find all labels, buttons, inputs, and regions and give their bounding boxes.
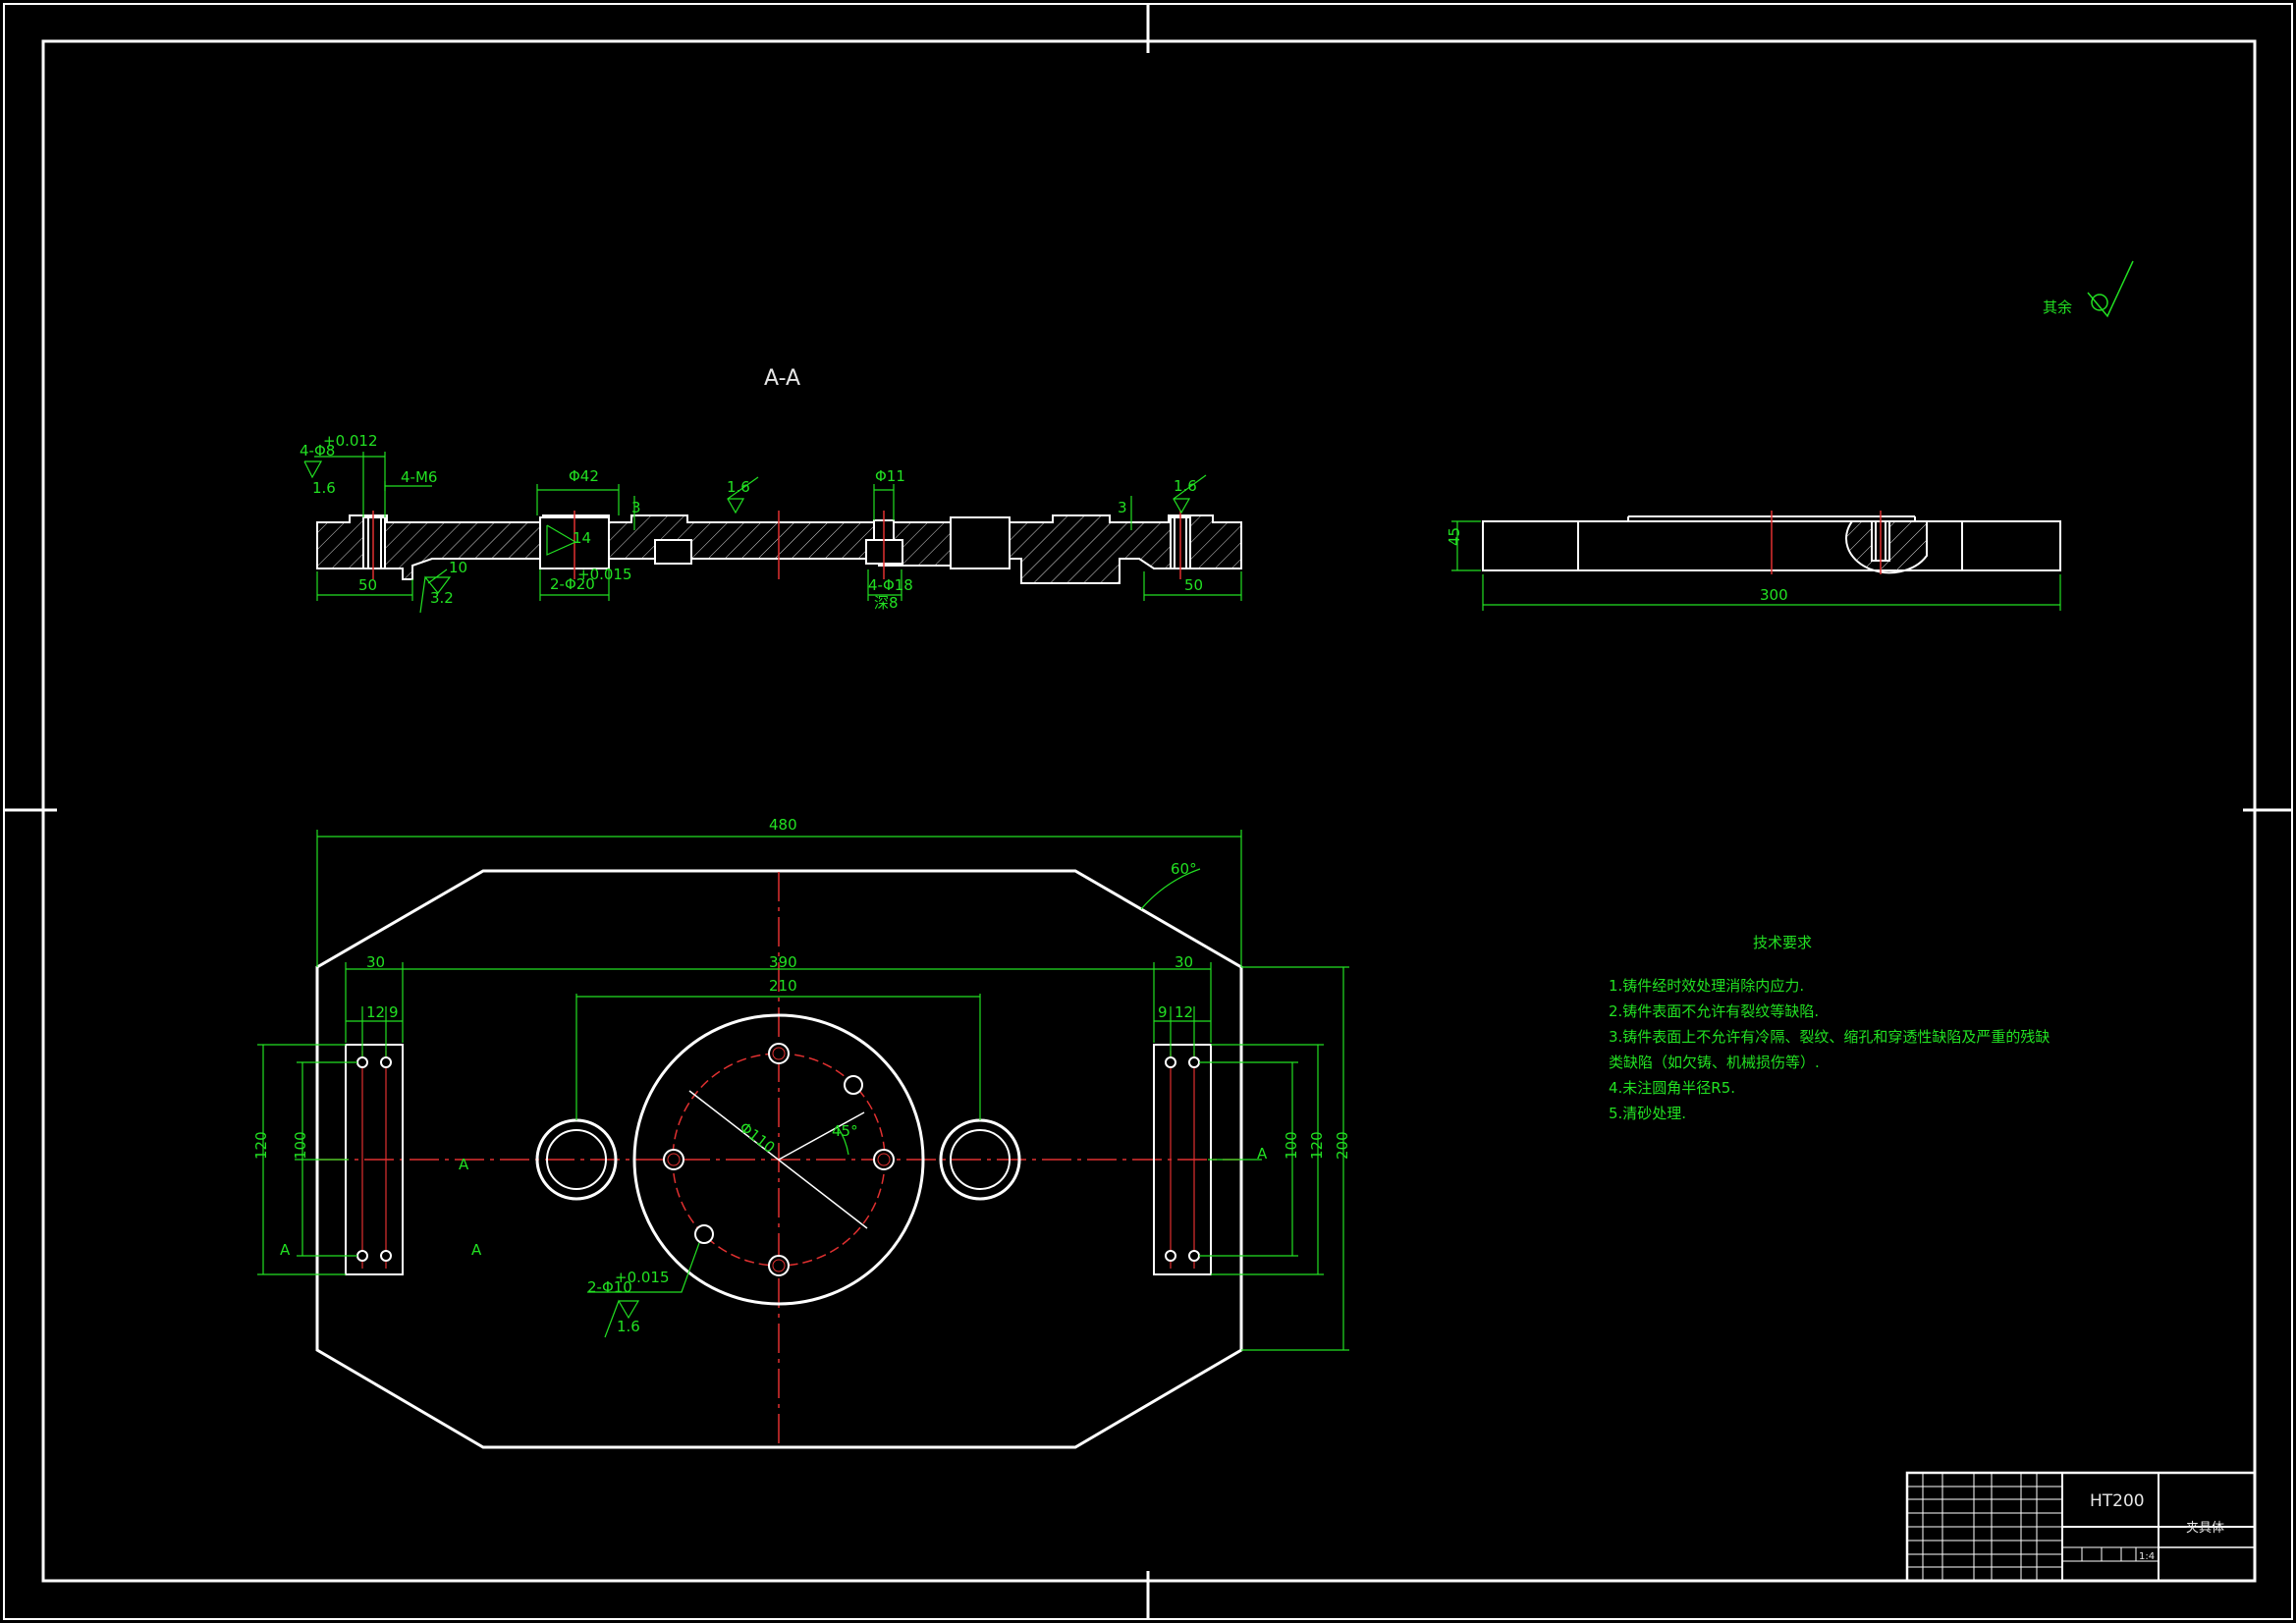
svg-text:+0.015: +0.015 <box>577 566 632 583</box>
svg-text:2-Φ20: 2-Φ20 <box>550 575 595 593</box>
svg-text:100: 100 <box>1283 1131 1300 1160</box>
sheet-border-inner <box>41 39 2257 1583</box>
bolt-hole-top <box>768 1043 790 1064</box>
section-dim-text: 4-Φ8 +0.012 1.6 4-M6 Φ42 Φ11 1.6 1.6 50 … <box>300 432 1203 612</box>
plan-view <box>315 869 1243 1449</box>
svg-text:A: A <box>471 1241 482 1259</box>
svg-text:1.6: 1.6 <box>1174 477 1197 495</box>
svg-text:4-Φ18: 4-Φ18 <box>868 576 913 594</box>
svg-text:4-Φ8: 4-Φ8 <box>300 442 335 460</box>
svg-text:120: 120 <box>252 1131 270 1160</box>
svg-text:9: 9 <box>1158 1003 1168 1021</box>
hole-d42 <box>950 516 1011 569</box>
svg-text:45: 45 <box>1446 527 1463 546</box>
side-dimensions <box>1451 520 2061 611</box>
pin-hole-2 <box>694 1224 714 1244</box>
plate-outline <box>315 869 1243 1449</box>
bolt-hole-bottom <box>768 1255 790 1276</box>
svg-text:3: 3 <box>631 499 641 516</box>
pin-hole-1 <box>844 1075 863 1095</box>
svg-text:A: A <box>459 1156 469 1173</box>
svg-text:5.清砂处理.: 5.清砂处理. <box>1609 1105 1686 1122</box>
section-view <box>316 511 1242 584</box>
svg-text:Φ110: Φ110 <box>737 1118 779 1157</box>
svg-text:14: 14 <box>573 529 591 547</box>
svg-text:480: 480 <box>769 816 797 834</box>
title-block <box>1905 1471 2257 1583</box>
bolt-hole-right <box>873 1149 895 1170</box>
svg-text:1.6: 1.6 <box>727 478 750 496</box>
svg-text:1.6: 1.6 <box>617 1318 640 1335</box>
svg-text:1.6: 1.6 <box>312 479 336 497</box>
svg-text:30: 30 <box>366 953 385 971</box>
svg-text:9: 9 <box>389 1003 399 1021</box>
svg-text:1.铸件经时效处理消除内应力.: 1.铸件经时效处理消除内应力. <box>1609 977 1804 995</box>
svg-text:12: 12 <box>366 1003 385 1021</box>
svg-text:2-Φ10: 2-Φ10 <box>587 1278 632 1296</box>
svg-text:4.未注圆角半径R5.: 4.未注圆角半径R5. <box>1609 1079 1735 1097</box>
svg-text:A: A <box>1257 1145 1268 1163</box>
hole-counterbore-1 <box>654 539 692 565</box>
plan-dimensions <box>257 830 1349 1351</box>
section-dimensions <box>303 452 1242 614</box>
bolt-hole-left <box>663 1149 684 1170</box>
plan-dim-text: 480 60° 390 210 30 30 12 9 9 12 120 100 … <box>252 816 1351 1335</box>
svg-text:+0.012: +0.012 <box>323 432 378 450</box>
svg-text:100: 100 <box>292 1131 309 1160</box>
svg-text:12: 12 <box>1175 1003 1193 1021</box>
svg-text:4-M6: 4-M6 <box>401 468 437 486</box>
technical-requirements: 技术要求 1.铸件经时效处理消除内应力. 2.铸件表面不允许有裂纹等缺陷. 3.… <box>1609 934 2050 1122</box>
svg-text:2.铸件表面不允许有裂纹等缺陷.: 2.铸件表面不允许有裂纹等缺陷. <box>1609 1002 1819 1020</box>
svg-text:300: 300 <box>1760 586 1788 604</box>
svg-text:45°: 45° <box>832 1122 858 1140</box>
central-disc <box>632 1013 925 1306</box>
svg-text:3.2: 3.2 <box>430 589 454 607</box>
svg-text:210: 210 <box>769 977 797 995</box>
svg-text:A: A <box>280 1241 291 1259</box>
svg-text:Φ11: Φ11 <box>875 467 905 485</box>
svg-text:其余: 其余 <box>2043 298 2072 316</box>
sheet-border-outer <box>3 3 2293 1620</box>
scale-label: 1:4 <box>2139 1551 2155 1562</box>
svg-text:技术要求: 技术要求 <box>1753 934 1812 951</box>
boss-left-inner <box>546 1129 607 1190</box>
svg-text:390: 390 <box>769 953 797 971</box>
boss-right-inner <box>950 1129 1011 1190</box>
roughness-note: 其余 <box>2043 260 2134 318</box>
svg-text:50: 50 <box>1184 576 1203 594</box>
svg-text:10: 10 <box>449 559 467 576</box>
svg-text:类缺陷（如欠铸、机械损伤等）.: 类缺陷（如欠铸、机械损伤等）. <box>1609 1054 1820 1071</box>
svg-text:120: 120 <box>1308 1131 1326 1160</box>
material-label: HT200 <box>2090 1491 2145 1511</box>
svg-text:60°: 60° <box>1171 860 1197 878</box>
svg-text:深8: 深8 <box>874 594 899 612</box>
svg-text:+0.015: +0.015 <box>615 1269 670 1286</box>
part-name-label: 夹具体 <box>2186 1521 2224 1536</box>
svg-text:50: 50 <box>358 576 377 594</box>
section-label: A-A <box>764 366 800 391</box>
centering-marks <box>4 4 2292 1619</box>
svg-text:Φ42: Φ42 <box>569 467 599 485</box>
svg-text:30: 30 <box>1175 953 1193 971</box>
svg-text:3.铸件表面上不允许有冷隔、裂纹、缩孔和穿透性缺陷及严重的残: 3.铸件表面上不允许有冷隔、裂纹、缩孔和穿透性缺陷及严重的残缺 <box>1609 1028 2050 1046</box>
svg-text:3: 3 <box>1118 499 1127 516</box>
svg-text:200: 200 <box>1334 1131 1351 1160</box>
